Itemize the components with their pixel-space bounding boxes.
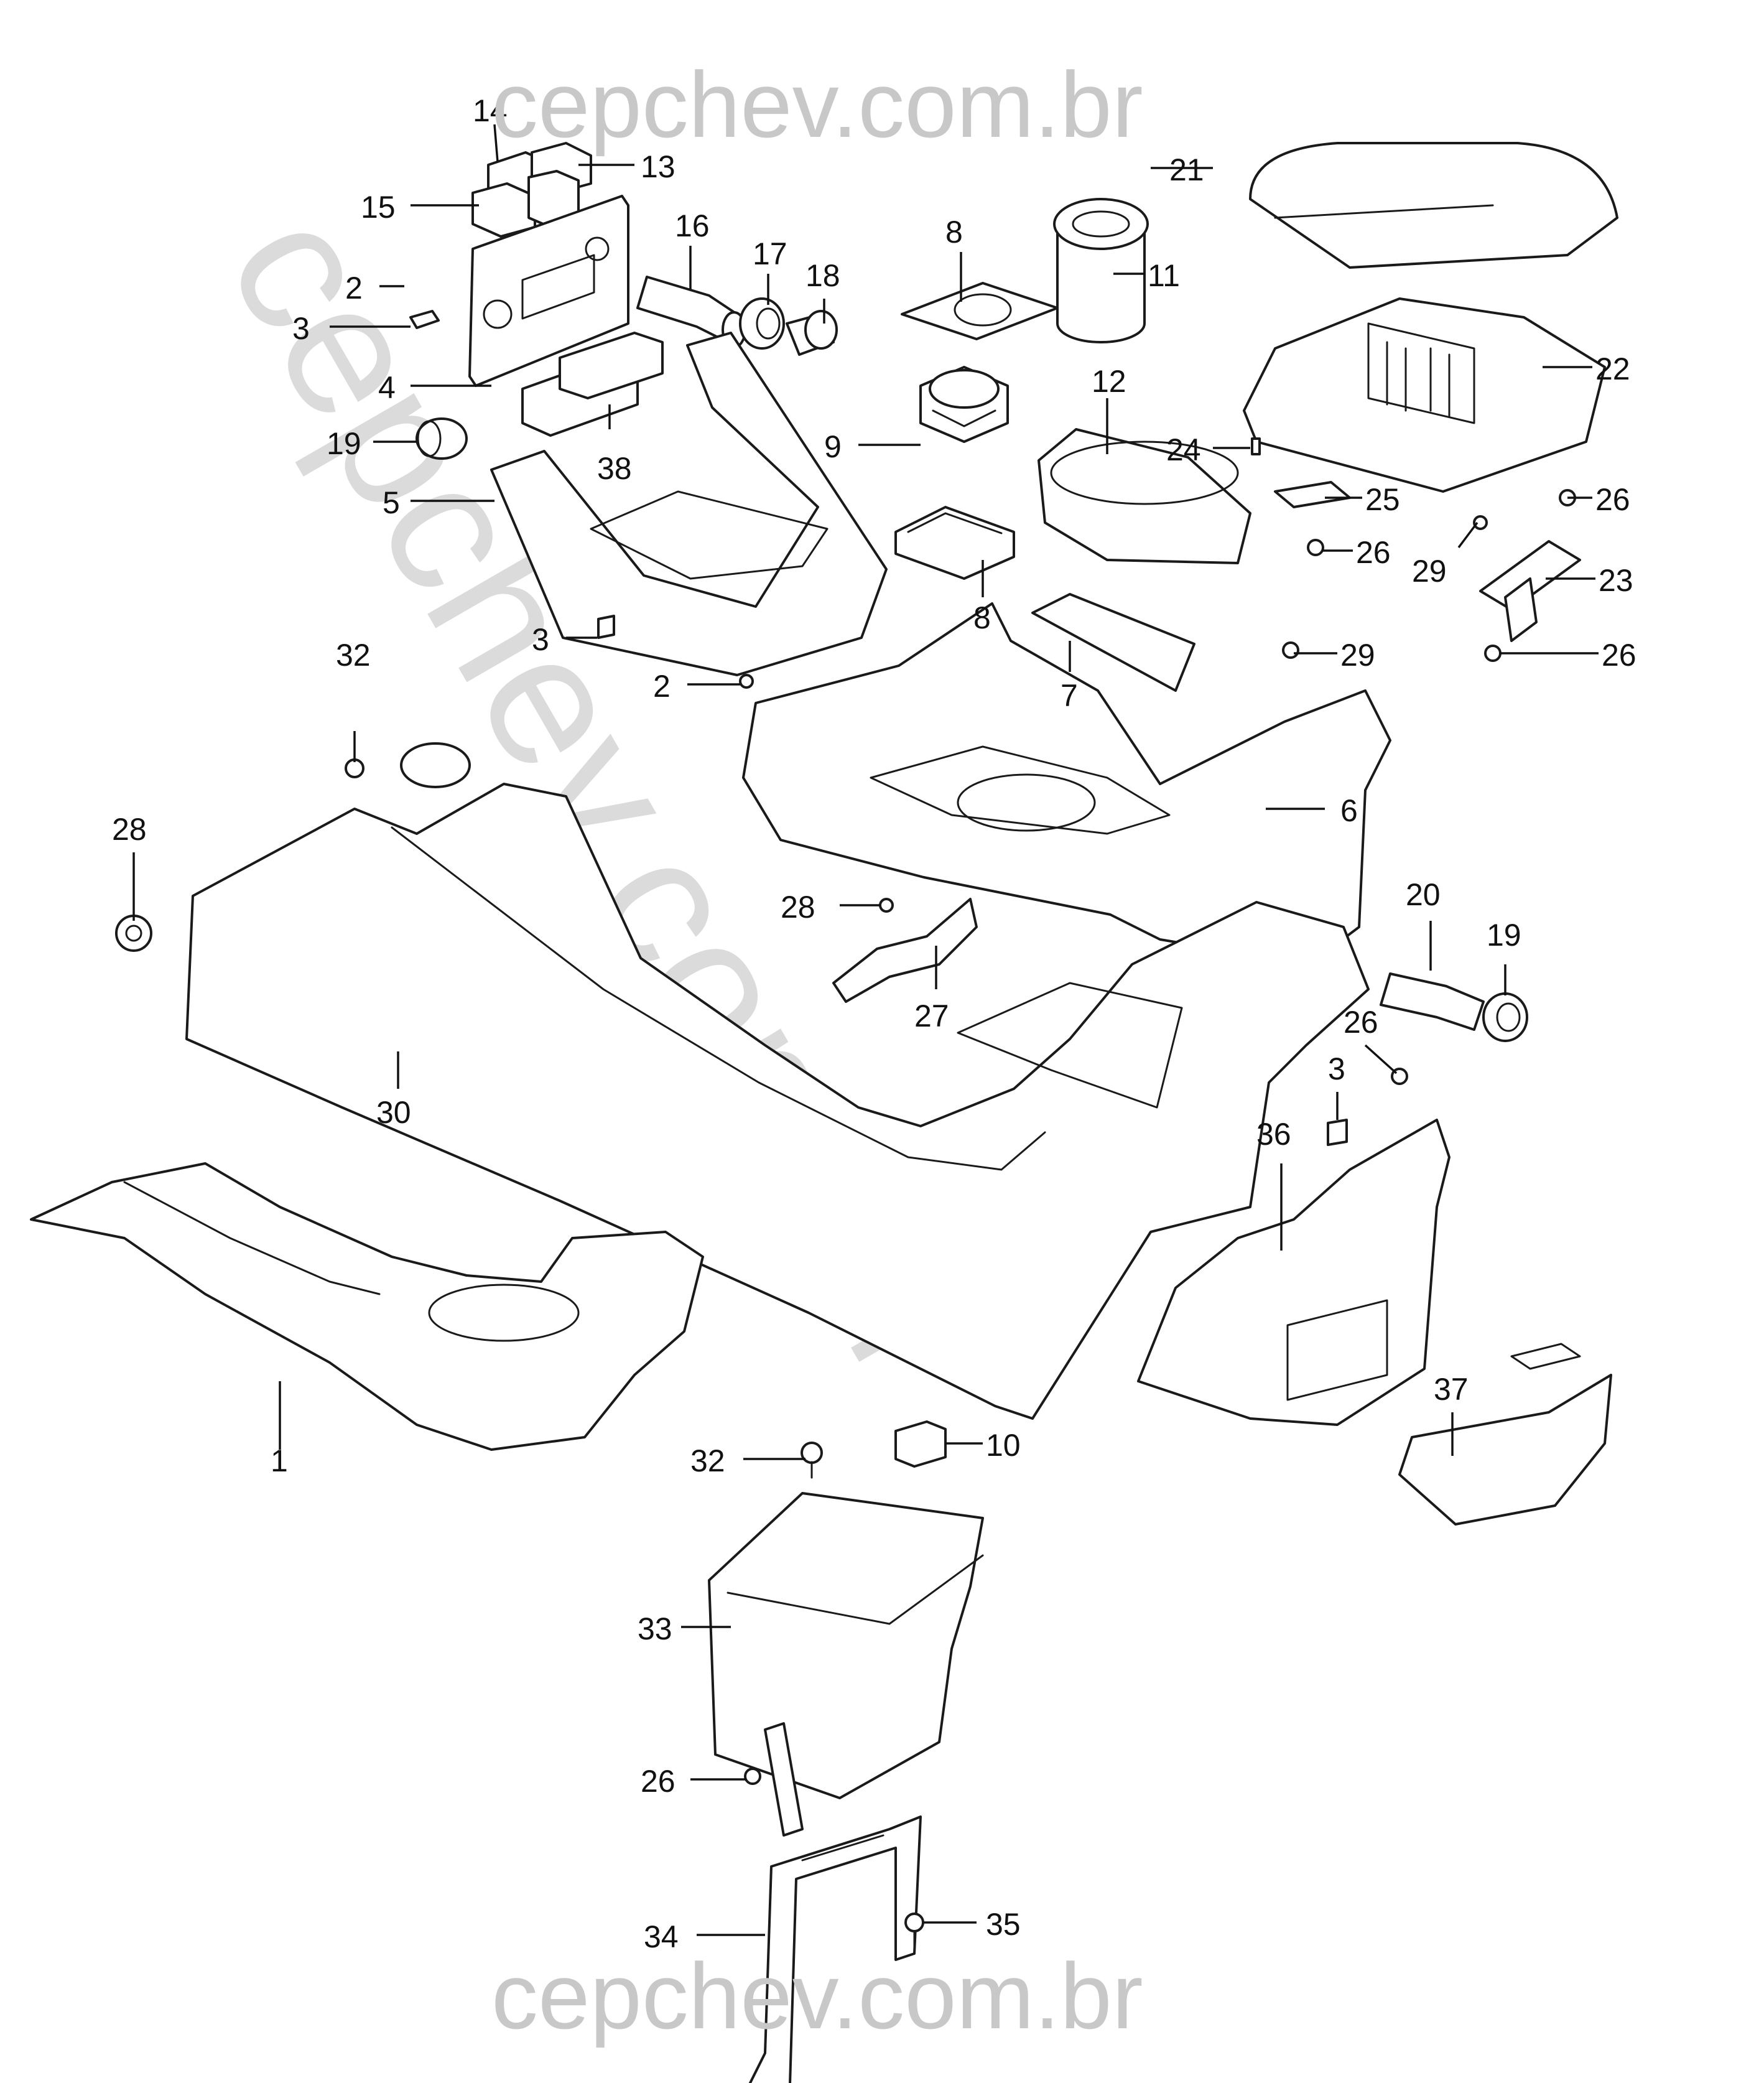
part-3-clip-center (597, 615, 615, 639)
callout-24: 24 (1166, 432, 1201, 467)
part-21-armrest-lid (1249, 142, 1618, 269)
part-22-armrest-base (1243, 297, 1606, 493)
callout-32-lower: 32 (690, 1443, 725, 1478)
part-32-screw-lower (801, 1442, 823, 1479)
part-17-ring (739, 297, 785, 350)
callout-1: 1 (271, 1443, 288, 1478)
callout-8-lower: 8 (973, 600, 991, 635)
part-18-knob (786, 310, 838, 356)
callout-17: 17 (753, 236, 787, 271)
part-24-clip (1251, 437, 1261, 455)
part-19-knob-left (415, 417, 468, 460)
callout-20: 20 (1406, 877, 1441, 912)
part-37-rear-vent (1398, 1343, 1612, 1526)
callout-3-center: 3 (532, 622, 549, 657)
callout-13: 13 (641, 149, 675, 184)
callout-29-b: 29 (1340, 638, 1375, 673)
watermark-top-text: cepchev.com.br (491, 52, 1143, 157)
part-11-cup-holder (1053, 198, 1149, 343)
part-9-shifter-knob (919, 366, 1009, 443)
part-2-screw-center (739, 674, 754, 689)
part-1-assembled-console (30, 1162, 704, 1451)
switch-group-13-14-15 (471, 142, 592, 238)
part-4-switch-bezel (409, 195, 629, 387)
callout-37: 37 (1434, 1372, 1469, 1407)
part-7-trim-strip (1031, 593, 1195, 692)
part-6-center-trim (742, 602, 1391, 966)
callout-7: 7 (1061, 678, 1078, 713)
part-20-lighter-right (1380, 972, 1485, 1031)
callout-3-top: 3 (292, 311, 310, 346)
part-38-switch-pair (521, 332, 664, 437)
part-26-screw-b (1307, 539, 1324, 556)
part-8-upper-ring (901, 282, 1059, 340)
part-32-screw-top (345, 758, 364, 778)
callout-26-lower: 26 (641, 1764, 675, 1799)
callout-27: 27 (914, 999, 949, 1033)
part-5-shifter-bezel (490, 332, 888, 676)
part-3-clip-right (1327, 1119, 1348, 1146)
watermark-bottom-text: cepchev.com.br (491, 1944, 1143, 2048)
callout-9: 9 (824, 429, 842, 464)
part-26-screw-lower (744, 1768, 761, 1785)
part-27-bracket (832, 898, 978, 1003)
callout-21: 21 (1169, 152, 1204, 187)
callout-26-right: 26 (1344, 1005, 1378, 1040)
callout-labels: 14 13 15 2 3 4 19 38 5 16 17 18 8 9 8 11… (112, 93, 1636, 1954)
part-8-lower-tray (894, 506, 1015, 580)
callout-18: 18 (805, 258, 840, 293)
callout-25: 25 (1365, 482, 1400, 517)
callout-5: 5 (383, 485, 400, 520)
callout-28-left: 28 (112, 812, 147, 847)
callout-38: 38 (597, 451, 632, 486)
callout-26-a: 26 (1595, 482, 1630, 517)
callout-36: 36 (1256, 1117, 1291, 1152)
callout-14: 14 (473, 93, 508, 128)
callout-19-left: 19 (327, 426, 361, 461)
callout-2-center: 2 (653, 669, 671, 704)
part-35-screw (904, 1913, 924, 1951)
callout-19-right: 19 (1487, 918, 1521, 953)
part-29-clip-a (1473, 515, 1488, 530)
callout-30: 30 (376, 1095, 411, 1130)
part-23-latch (1479, 540, 1581, 642)
callout-23: 23 (1599, 563, 1633, 598)
callout-35: 35 (986, 1907, 1021, 1942)
part-36-rear-panel (1137, 1119, 1451, 1426)
part-12-storage-bin (1038, 428, 1251, 564)
part-26-screw-c (1484, 645, 1502, 662)
callout-26-b: 26 (1356, 535, 1391, 570)
part-33-storage-box (708, 1492, 984, 1837)
callout-10: 10 (986, 1428, 1021, 1463)
callout-26-c: 26 (1602, 638, 1636, 673)
part-30-console-body (185, 742, 1370, 1420)
part-19-ring-right (1482, 992, 1528, 1042)
part-10-switch (894, 1420, 947, 1468)
part-25-bracket (1274, 481, 1351, 508)
callout-34: 34 (644, 1919, 679, 1954)
part-28-screw-center (879, 898, 894, 913)
callout-4: 4 (378, 370, 396, 405)
callout-22: 22 (1595, 352, 1630, 386)
callout-15: 15 (361, 190, 396, 225)
callout-33: 33 (638, 1611, 672, 1646)
part-28-grommet-left (115, 915, 152, 952)
callout-3-right: 3 (1328, 1051, 1345, 1086)
part-34-mount-bracket (748, 1815, 922, 2083)
callout-6: 6 (1340, 793, 1358, 828)
part-29-screw-right (1282, 641, 1299, 659)
leader-lines (132, 124, 1599, 1936)
callout-11: 11 (1148, 258, 1180, 293)
callout-2-top: 2 (345, 271, 363, 305)
callout-12: 12 (1092, 364, 1126, 399)
callout-16: 16 (675, 208, 710, 243)
callout-29-a: 29 (1412, 554, 1447, 589)
callout-28-center: 28 (781, 890, 815, 925)
callout-8-top: 8 (945, 215, 963, 249)
callout-32-top: 32 (336, 638, 371, 673)
